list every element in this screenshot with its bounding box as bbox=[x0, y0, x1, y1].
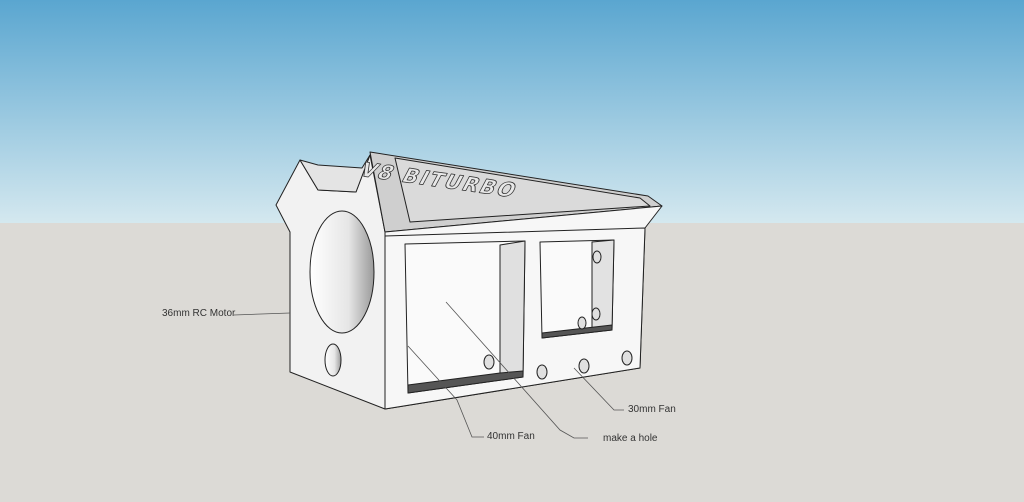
motor-bore bbox=[309, 210, 375, 334]
leader-lines bbox=[233, 301, 624, 439]
label-make-a-hole: make a hole bbox=[603, 433, 658, 444]
left-saddle bbox=[299, 154, 371, 193]
fan30-recess-floor bbox=[541, 324, 613, 339]
fan-shroud-model[interactable]: V8 BITURBO bbox=[275, 151, 663, 410]
fan40-recess-side bbox=[499, 240, 526, 378]
leader-motor bbox=[233, 312, 291, 316]
small-hole bbox=[324, 343, 342, 377]
leader-fan40 bbox=[407, 345, 484, 438]
label-36mm-rc-motor: 36mm RC Motor bbox=[162, 308, 236, 319]
label-30mm-fan: 30mm Fan bbox=[628, 404, 676, 415]
label-40mm-fan: 40mm Fan bbox=[487, 431, 535, 442]
fan40-recess-floor bbox=[407, 370, 524, 394]
screw-holes bbox=[483, 250, 633, 380]
leader-hole bbox=[445, 301, 588, 439]
logo-plate bbox=[394, 157, 651, 223]
leader-fan30 bbox=[573, 367, 624, 411]
